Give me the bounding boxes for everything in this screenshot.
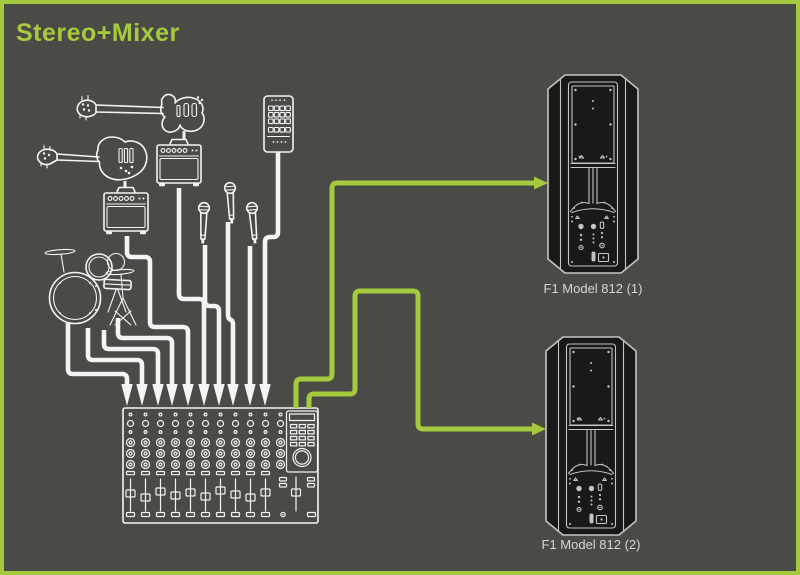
input-arrowhead bbox=[152, 384, 164, 406]
bass-amp-icon bbox=[156, 138, 202, 187]
guitar-amp-icon bbox=[103, 186, 149, 235]
input-arrowhead bbox=[198, 384, 210, 406]
input-cables bbox=[65, 152, 281, 406]
microphone-3-icon bbox=[245, 201, 262, 245]
bass-guitar bbox=[76, 93, 205, 140]
input-arrowhead bbox=[227, 384, 239, 406]
input-cable-1 bbox=[65, 322, 130, 385]
speaker-1-label: F1 Model 812 (1) bbox=[543, 281, 643, 296]
speaker-2-label: F1 Model 812 (2) bbox=[541, 537, 641, 552]
input-arrowhead bbox=[244, 384, 256, 406]
output-arrowhead-2 bbox=[532, 422, 546, 436]
input-arrowhead bbox=[259, 384, 271, 406]
input-cable-2 bbox=[85, 328, 145, 385]
mixer-icon bbox=[122, 407, 319, 524]
speaker-2-icon bbox=[545, 336, 637, 536]
input-cable-3 bbox=[101, 330, 161, 385]
output-cable-1 bbox=[293, 176, 548, 408]
output-cable-2 bbox=[306, 288, 546, 436]
page-title: Stereo+Mixer bbox=[16, 19, 180, 47]
input-arrowhead bbox=[121, 384, 133, 406]
mixer-master-section bbox=[278, 410, 319, 518]
drum-kit bbox=[44, 248, 137, 326]
mixer-channel-knobs bbox=[125, 412, 286, 518]
speaker-1-icon bbox=[547, 74, 639, 274]
input-arrowhead bbox=[213, 384, 225, 406]
input-cable-5 bbox=[124, 236, 191, 385]
input-cable-7 bbox=[202, 245, 222, 385]
input-arrowhead bbox=[182, 384, 194, 406]
input-cable-8 bbox=[225, 222, 236, 385]
microphone-2-icon bbox=[223, 181, 238, 225]
output-arrowhead-1 bbox=[534, 176, 548, 190]
input-arrowheads bbox=[121, 384, 271, 406]
input-arrowhead bbox=[166, 384, 178, 406]
input-arrowhead bbox=[136, 384, 148, 406]
input-cable-4 bbox=[115, 318, 175, 385]
microphone-1-icon bbox=[196, 201, 211, 245]
electric-guitar bbox=[36, 136, 148, 188]
smartphone-icon bbox=[263, 95, 294, 153]
input-cable-10 bbox=[262, 152, 281, 385]
